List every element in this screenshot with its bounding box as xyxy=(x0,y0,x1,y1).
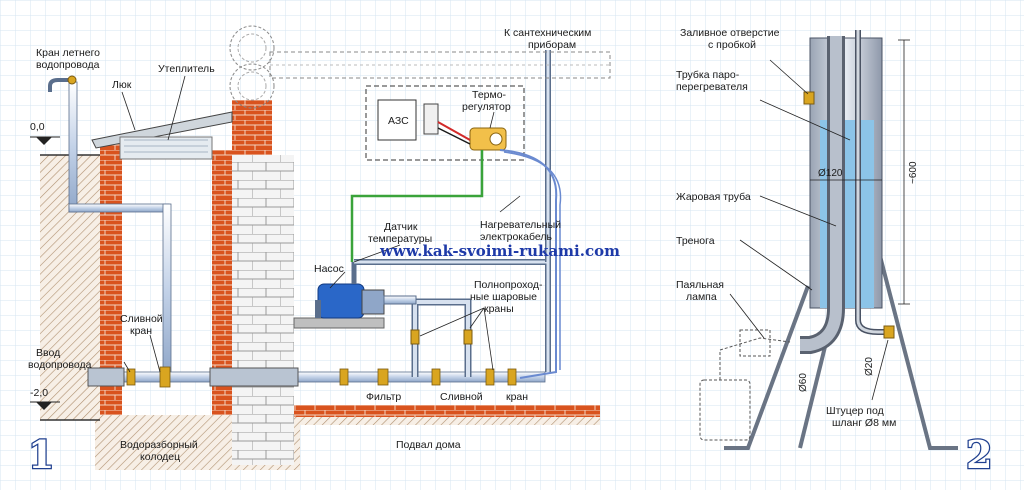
label-well-2: колодец xyxy=(140,451,180,463)
label-well-1: Водоразборный xyxy=(120,439,198,451)
summer-pipe xyxy=(68,81,78,213)
dim-diameter-20: Ø20 xyxy=(864,357,875,376)
soil-bottom xyxy=(95,415,600,470)
breaker xyxy=(423,103,439,135)
drain-valve-right xyxy=(485,368,495,386)
filler-cap xyxy=(803,91,815,105)
level-marker-zero xyxy=(36,137,52,145)
label-filler-2: с пробкой xyxy=(708,39,756,51)
label-level-minus: -2,0 xyxy=(30,387,48,399)
label-inlet-2: водопровода xyxy=(28,359,92,371)
sensor-wire xyxy=(350,150,484,262)
breaker-box xyxy=(377,99,417,141)
label-sensor-1: Датчик xyxy=(384,221,418,233)
filter-body xyxy=(377,368,389,386)
label-fire-tube: Жаровая труба xyxy=(676,191,751,203)
blowtorch xyxy=(699,329,791,441)
pump-shelf xyxy=(293,317,385,329)
summer-faucet xyxy=(48,78,72,92)
label-ball-valves-3: краны xyxy=(484,303,514,315)
label-heating-cable-1: Нагревательный xyxy=(480,219,561,231)
label-fitting-1: Штуцер под xyxy=(826,405,884,417)
label-thermostat-2: регулятор xyxy=(462,101,511,113)
label-ball-valves-2: ные шаровые xyxy=(470,291,537,303)
label-drain-left-1: Сливной xyxy=(120,313,163,325)
label-basement: Подвал дома xyxy=(396,439,461,451)
label-filter: Фильтр xyxy=(366,391,401,403)
label-sensor-2: температуры xyxy=(368,233,432,245)
sleeve-left xyxy=(87,367,125,387)
basement-floor xyxy=(294,405,600,417)
dim-height-600: ~600 xyxy=(908,161,919,184)
label-to-fixtures-2: приборам xyxy=(528,39,576,51)
watermark: www.kak-svoimi-rukami.com xyxy=(379,242,620,260)
label-insulation: Утеплитель xyxy=(158,63,215,75)
label-fitting-2: шланг Ø8 мм xyxy=(832,417,896,429)
panel-number-2: 2 xyxy=(966,432,992,477)
valve-4 xyxy=(431,368,441,386)
label-filler-1: Заливное отверстие xyxy=(680,27,780,39)
coil-top xyxy=(229,25,275,71)
valve-3 xyxy=(339,368,349,386)
house-foundation xyxy=(232,155,294,465)
level-marker-minus xyxy=(36,402,52,410)
well-wall-right xyxy=(212,150,234,415)
soil-left xyxy=(40,155,100,420)
label-drain-left-2: кран xyxy=(130,325,152,337)
label-blowtorch-1: Паяльная xyxy=(676,279,724,291)
coil-bottom xyxy=(229,63,275,109)
label-summer-tap-1: Кран летнего xyxy=(36,47,100,59)
label-to-fixtures-1: К сантехническим xyxy=(504,27,591,39)
label-blowtorch-2: лампа xyxy=(686,291,717,303)
sleeve-right xyxy=(209,367,299,387)
label-tap-right: кран xyxy=(506,391,528,403)
label-level-zero: 0,0 xyxy=(30,121,45,133)
insulation-block xyxy=(119,136,213,160)
label-ball-valves-1: Полнопроход- xyxy=(474,279,543,291)
valve-1 xyxy=(126,368,136,386)
dim-diameter-60: Ø60 xyxy=(798,373,809,392)
dim-diameter-120: Ø120 xyxy=(818,168,843,179)
control-box xyxy=(365,85,525,161)
label-steam-tube-2: перегревателя xyxy=(676,81,748,93)
drain-valve-left xyxy=(159,366,171,388)
house-wall-brick xyxy=(232,100,272,160)
label-breaker: АЗС xyxy=(388,115,409,127)
heating-cable xyxy=(499,149,558,379)
label-tripod: Тренога xyxy=(676,235,715,247)
label-summer-tap-2: водопровода xyxy=(36,59,100,71)
hose-fitting xyxy=(883,325,895,339)
label-hatch: Люк xyxy=(112,79,132,91)
label-thermostat-1: Термо- xyxy=(472,89,507,101)
label-pump: Насос xyxy=(314,263,344,275)
valve-5 xyxy=(507,368,517,386)
panel-number-1: 1 xyxy=(28,432,54,477)
figure-2-steam-heater: Заливное отверстие с пробкой Трубка паро… xyxy=(676,27,994,478)
label-inlet-1: Ввод xyxy=(36,347,60,359)
figure-1-water-supply: Кран летнего водопровода Люк Утеплитель … xyxy=(27,25,611,478)
wall-duct xyxy=(269,51,611,79)
label-drain-right: Сливной xyxy=(440,391,483,403)
label-heating-cable-2: электрокабель xyxy=(480,231,552,243)
label-steam-tube-1: Трубка паро- xyxy=(676,69,740,81)
